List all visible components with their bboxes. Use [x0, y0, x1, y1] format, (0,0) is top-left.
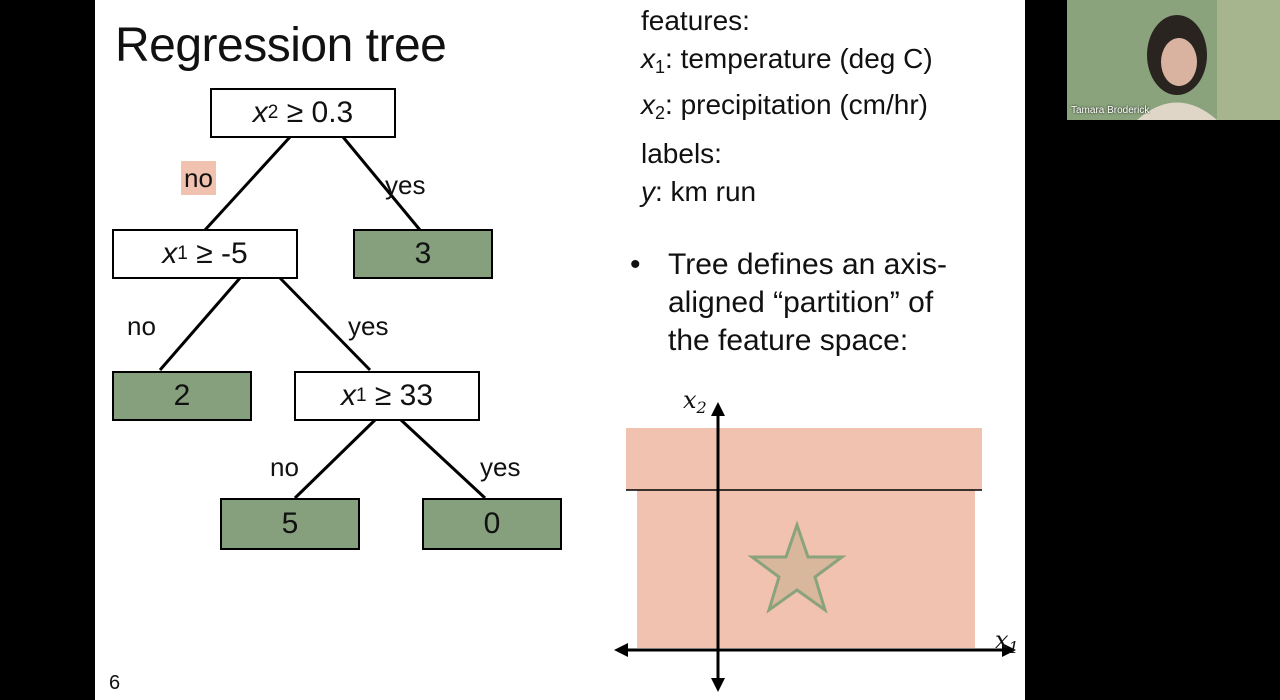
f1-sub: 1	[655, 57, 666, 77]
f1-desc: : temperature (deg C)	[665, 43, 933, 74]
bullet-partition: • Tree defines an axis-aligned “partitio…	[630, 246, 975, 360]
y-desc: : km run	[655, 176, 757, 207]
f2-sub: 2	[655, 103, 666, 123]
edge-label-n2-yes: yes	[348, 311, 389, 341]
webcam-thumbnail[interactable]: Tamara Broderick	[1067, 0, 1280, 120]
root-var: x	[252, 96, 268, 129]
shoulders-shape	[1137, 102, 1217, 120]
edge-label-root-yes: yes	[385, 170, 426, 200]
participant-video	[1067, 0, 1280, 120]
highlighted-no: no	[181, 161, 216, 195]
node2-var: x	[162, 237, 178, 270]
tree-leaf-2: 2	[112, 371, 252, 421]
star-marker	[747, 520, 847, 614]
f1-var: x	[641, 43, 655, 74]
bullet-dot: •	[630, 248, 641, 281]
node3-var: x	[340, 379, 356, 412]
partition-plot: x2 x1	[614, 386, 1019, 692]
edge-n2-yes	[278, 276, 372, 372]
root-sub: 2	[267, 102, 279, 123]
participant-name: Tamara Broderick	[1071, 105, 1150, 116]
leaf-3-value: 3	[414, 237, 432, 270]
x2-axis-label: x2	[683, 386, 707, 417]
page-number: 6	[109, 672, 121, 694]
leaf-0-value: 0	[483, 507, 501, 540]
edge-n2-no	[158, 277, 242, 371]
x2-axis-arrow-top	[711, 402, 725, 416]
node3-sub: 1	[355, 385, 367, 406]
tree-leaf-5: 5	[220, 498, 360, 550]
root-op: ≥ 0.3	[286, 96, 354, 129]
x1-axis-arrow-right	[1002, 643, 1016, 657]
node2-sub: 1	[177, 243, 188, 264]
edge-label-n3-yes: yes	[480, 452, 521, 482]
node2-op: ≥ -5	[196, 237, 248, 270]
labels-heading: labels:	[641, 138, 722, 169]
edge-root-yes	[341, 136, 422, 231]
leaf-5-value: 5	[281, 507, 299, 540]
y-var: y	[641, 176, 655, 207]
feature-x2-line: x2: precipitation (cm/hr)	[641, 86, 933, 132]
bullet-text: Tree defines an axis-aligned “partition”…	[668, 248, 948, 357]
x1-axis-label: x1	[995, 626, 1019, 657]
node3-op: ≥ 33	[374, 379, 434, 412]
slide-title: Regression tree	[115, 19, 447, 72]
leaf-2-value: 2	[173, 379, 191, 412]
region-top	[626, 428, 982, 490]
edge-root-no	[203, 135, 292, 232]
edge-label-root-no: no	[181, 161, 216, 195]
edge-n3-no	[293, 418, 377, 500]
edge-n3-yes	[399, 418, 487, 500]
tree-leaf-0: 0	[422, 498, 562, 550]
feature-x1-line: x1: temperature (deg C)	[641, 40, 933, 86]
f2-desc: : precipitation (cm/hr)	[665, 89, 928, 120]
tree-leaf-3: 3	[353, 229, 493, 279]
tree-edges	[158, 135, 487, 500]
labels-block: labels: y: km run	[641, 135, 756, 211]
label-y-line: y: km run	[641, 173, 756, 211]
x1-axis-arrow-left	[614, 643, 628, 657]
features-block: features: x1: temperature (deg C) x2: pr…	[641, 2, 933, 132]
x2-axis-arrow-bottom	[711, 678, 725, 692]
edge-label-n2-no: no	[127, 311, 156, 341]
features-heading: features:	[641, 5, 750, 36]
face-shape	[1161, 38, 1197, 86]
f2-var: x	[641, 89, 655, 120]
edge-label-n3-no: no	[270, 452, 299, 482]
